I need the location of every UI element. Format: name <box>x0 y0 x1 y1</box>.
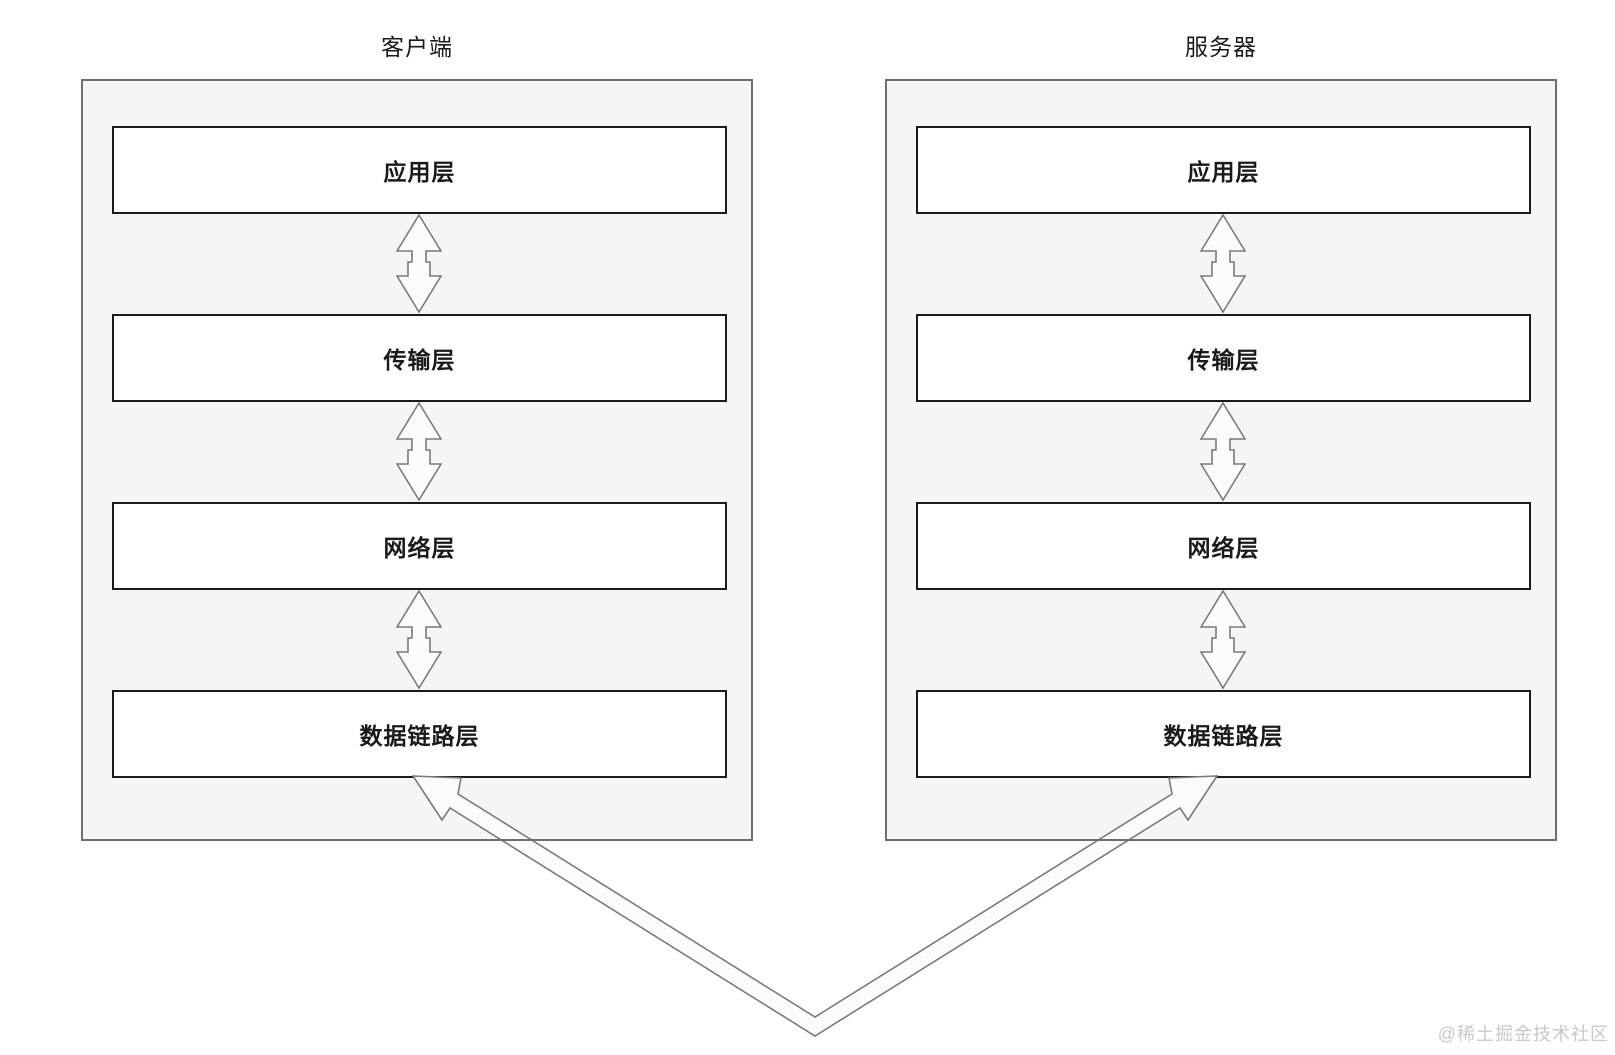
server-layer-transport: 传输层 <box>916 314 1531 402</box>
client-layer-network: 网络层 <box>112 502 727 590</box>
container-border-segment <box>1092 839 1135 841</box>
server-layer-network: 网络层 <box>916 502 1531 590</box>
client-layer-datalink: 数据链路层 <box>112 690 727 778</box>
watermark-text: @稀土掘金技术社区 <box>1437 1024 1609 1044</box>
double-arrow-icon <box>1200 402 1246 502</box>
server-stack-container: 应用层 传输层 网络层 数据链路层 <box>885 79 1557 841</box>
server-title: 服务器 <box>1185 34 1257 60</box>
server-layer-datalink: 数据链路层 <box>916 690 1531 778</box>
server-layer-application: 应用层 <box>916 126 1531 214</box>
client-title: 客户端 <box>381 34 453 60</box>
double-arrow-icon <box>396 214 442 314</box>
double-arrow-icon <box>396 590 442 690</box>
client-layer-transport: 传输层 <box>112 314 727 402</box>
double-arrow-icon <box>1200 590 1246 690</box>
double-arrow-icon <box>1200 214 1246 314</box>
client-layer-application: 应用层 <box>112 126 727 214</box>
client-stack-container: 应用层 传输层 网络层 数据链路层 <box>81 79 753 841</box>
double-arrow-icon <box>396 402 442 502</box>
container-border-segment <box>495 839 540 841</box>
